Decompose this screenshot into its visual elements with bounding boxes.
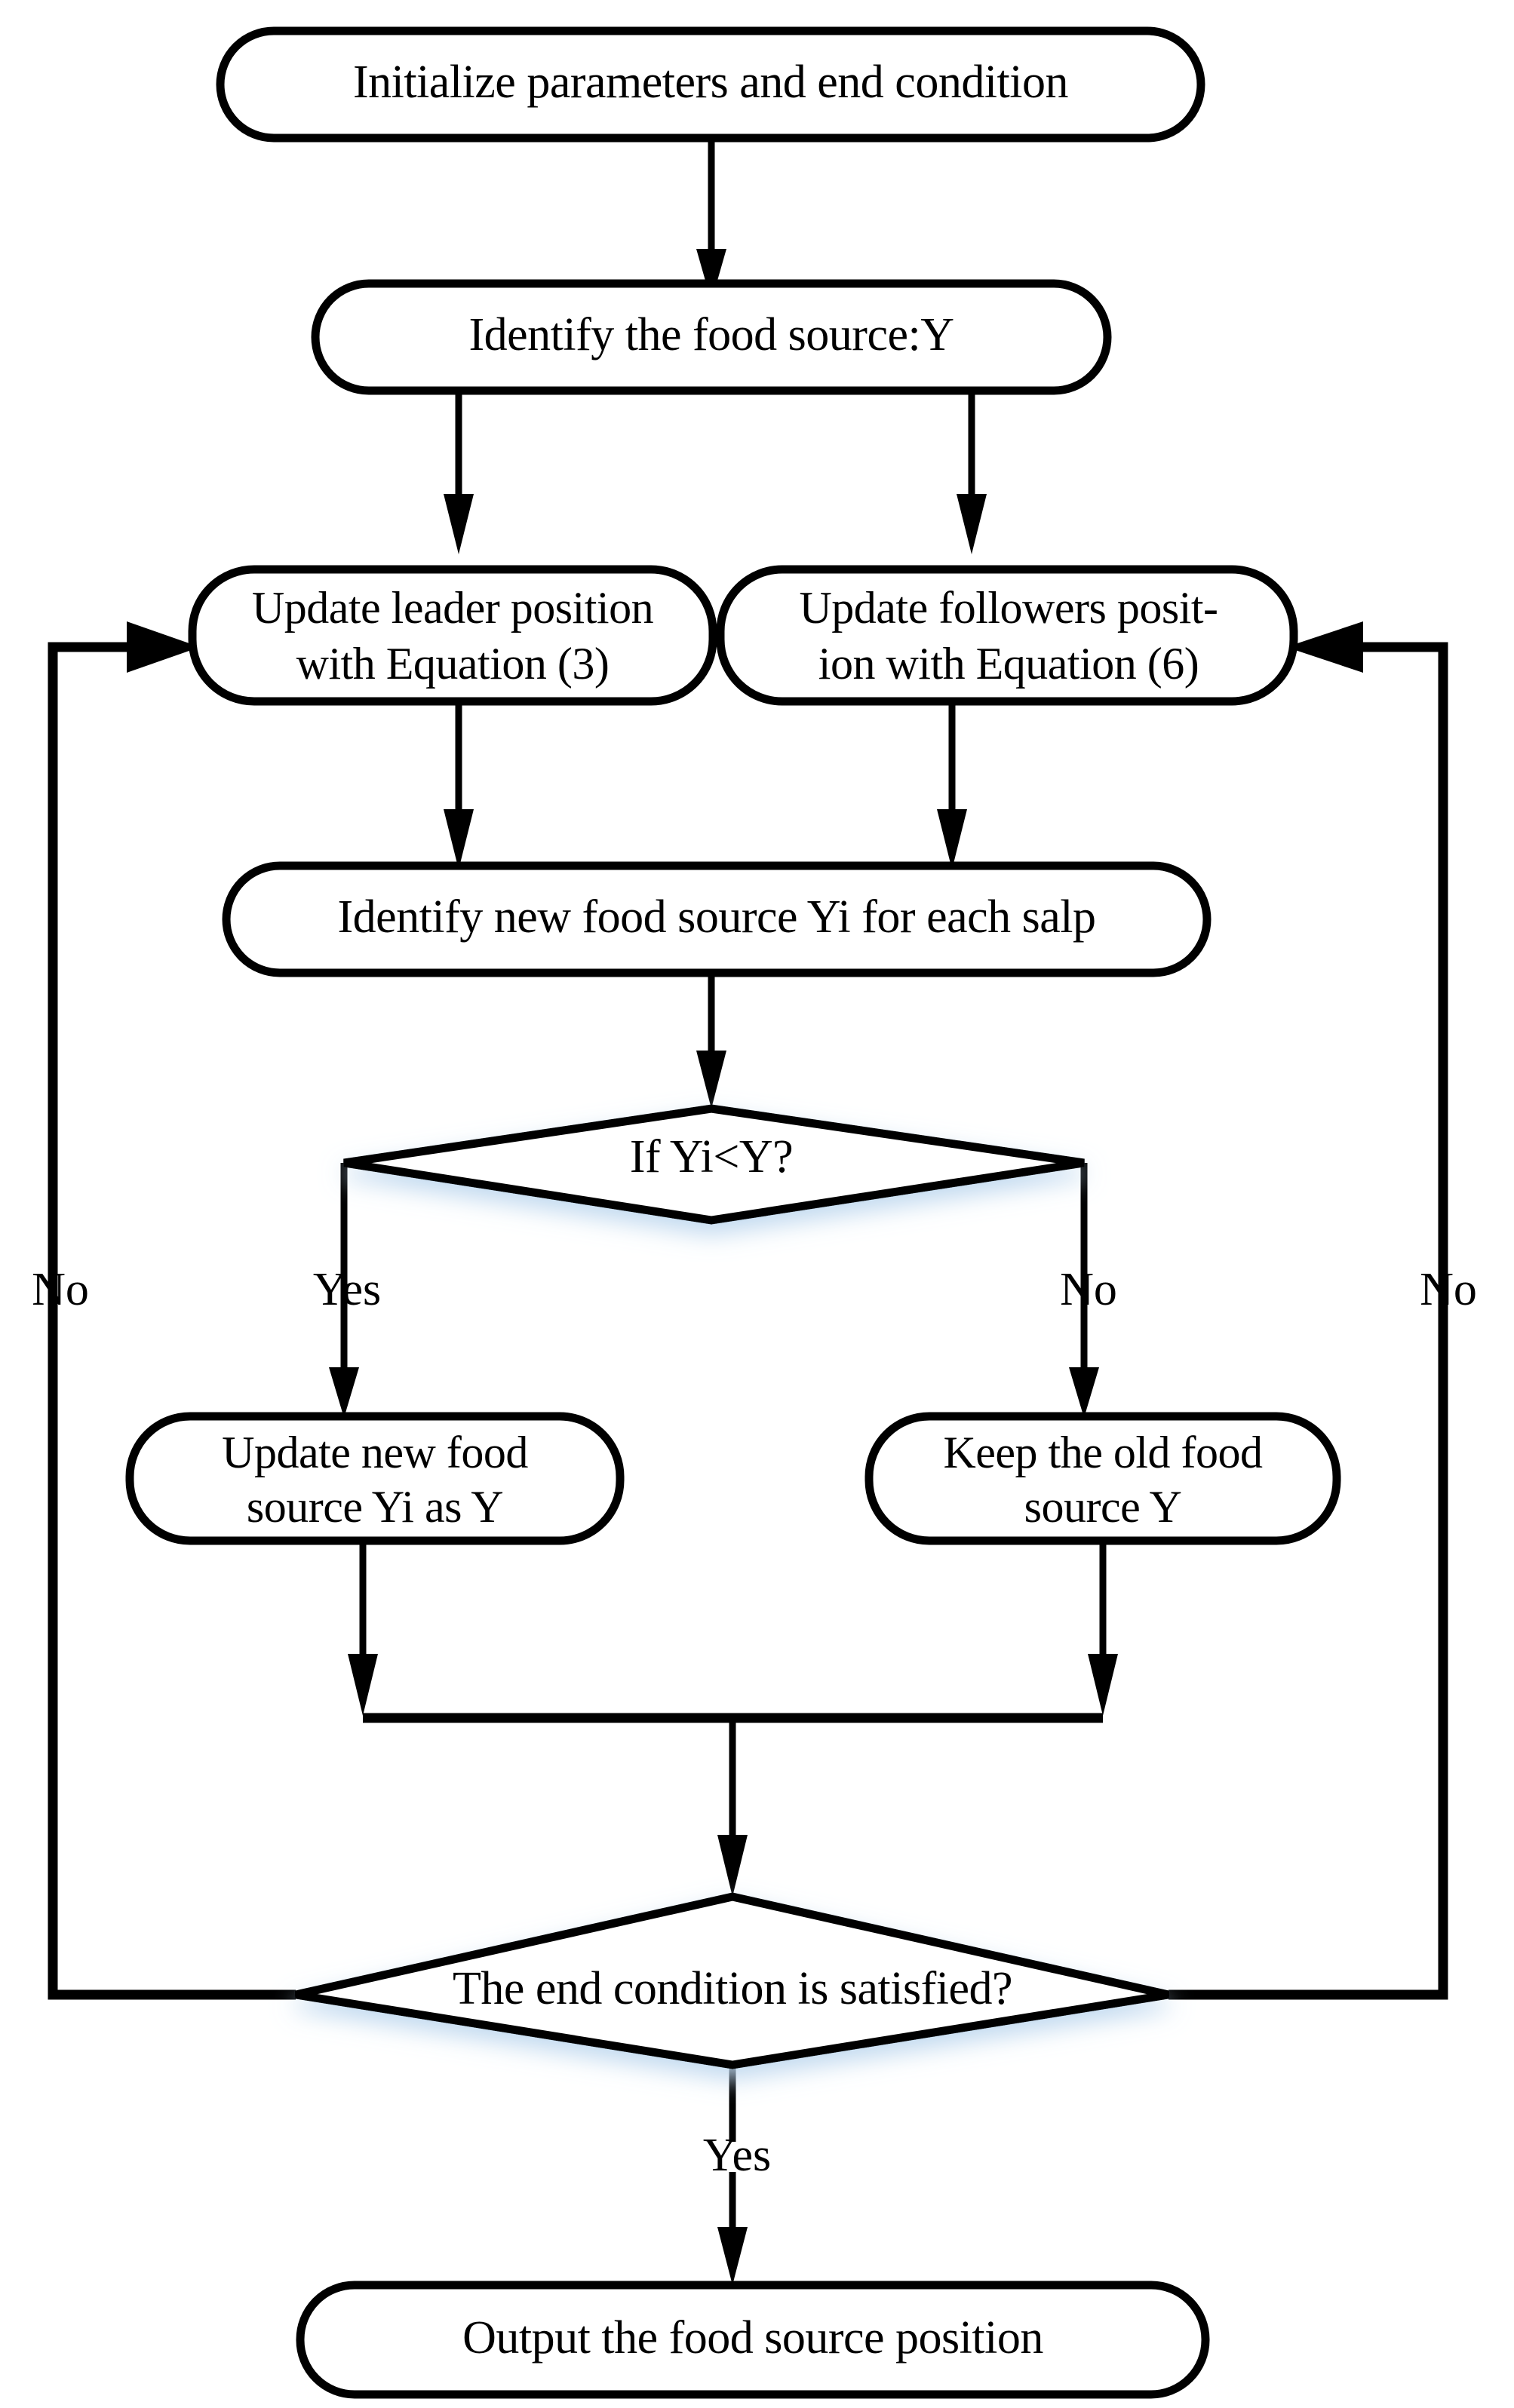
node-identify-new-food-source-label: Identify new food source Yi for each sal… [337,891,1095,943]
node-update-followers[interactable]: Update followers posit- ion with Equatio… [716,565,1298,706]
connector-identify-to-leader [444,391,474,554]
connector-keepold-to-merge [1088,1540,1118,1716]
node-decision-compare-label: If Yi<Y? [630,1131,793,1183]
node-output[interactable]: Output the food source position [296,2281,1210,2399]
node-keep-old-food-label-line1: Keep the old food [943,1428,1263,1477]
node-initialize-label: Initialize parameters and end condition [353,57,1069,108]
node-decision-end-label: The end condition is satisfied? [453,1963,1012,2014]
node-initialize[interactable]: Initialize parameters and end condition [216,26,1205,143]
connector-merge-to-enddecision [717,1718,748,1897]
edge-label-end-yes: Yes [703,2130,771,2181]
node-identify-food-source[interactable]: Identify the food source:Y [311,279,1112,395]
connector-followers-to-newfood [937,701,967,870]
connector-newfood-to-decision [696,965,726,1109]
node-update-followers-label-line1: Update followers posit- [799,583,1218,633]
connector-initialize-to-identify [696,138,726,302]
node-update-new-food[interactable]: Update new food source Yi as Y [125,1412,625,1545]
node-update-leader-label-line1: Update leader position [252,583,654,633]
node-identify-new-food-source[interactable]: Identify new food source Yi for each sal… [222,861,1212,977]
node-update-leader[interactable]: Update leader position with Equation (3) [188,565,717,706]
node-decision-compare[interactable] [343,1104,1085,1225]
connector-enddecision-yes-to-output [717,2066,748,2285]
connector-decision-no-to-keepold [1069,1163,1099,1418]
connector-loop-right-no [1169,621,1448,2000]
edge-label-compare-no: No [1060,1264,1117,1315]
node-update-leader-label-line2: with Equation (3) [296,639,610,689]
node-update-new-food-label-line2: source Yi as Y [247,1482,503,1532]
connector-identify-to-followers [957,391,987,554]
node-decision-end[interactable] [294,1892,1170,2069]
node-identify-food-source-label: Identify the food source:Y [469,309,954,360]
node-update-new-food-label-line1: Update new food [222,1428,528,1477]
node-keep-old-food-label-line2: source Y [1024,1482,1182,1532]
edge-label-compare-yes: Yes [313,1264,381,1315]
connector-decision-yes-to-updatenew [329,1163,359,1418]
edge-label-loop-right-no: No [1420,1264,1477,1315]
node-update-followers-label-line2: ion with Equation (6) [818,639,1199,689]
node-keep-old-food[interactable]: Keep the old food source Y [864,1412,1341,1545]
connector-leader-to-newfood [444,701,474,870]
connector-loop-left-no [48,621,296,2000]
connector-updatenew-to-merge [348,1540,378,1716]
edge-label-loop-left-no: No [32,1264,89,1315]
node-output-label: Output the food source position [462,2312,1043,2364]
